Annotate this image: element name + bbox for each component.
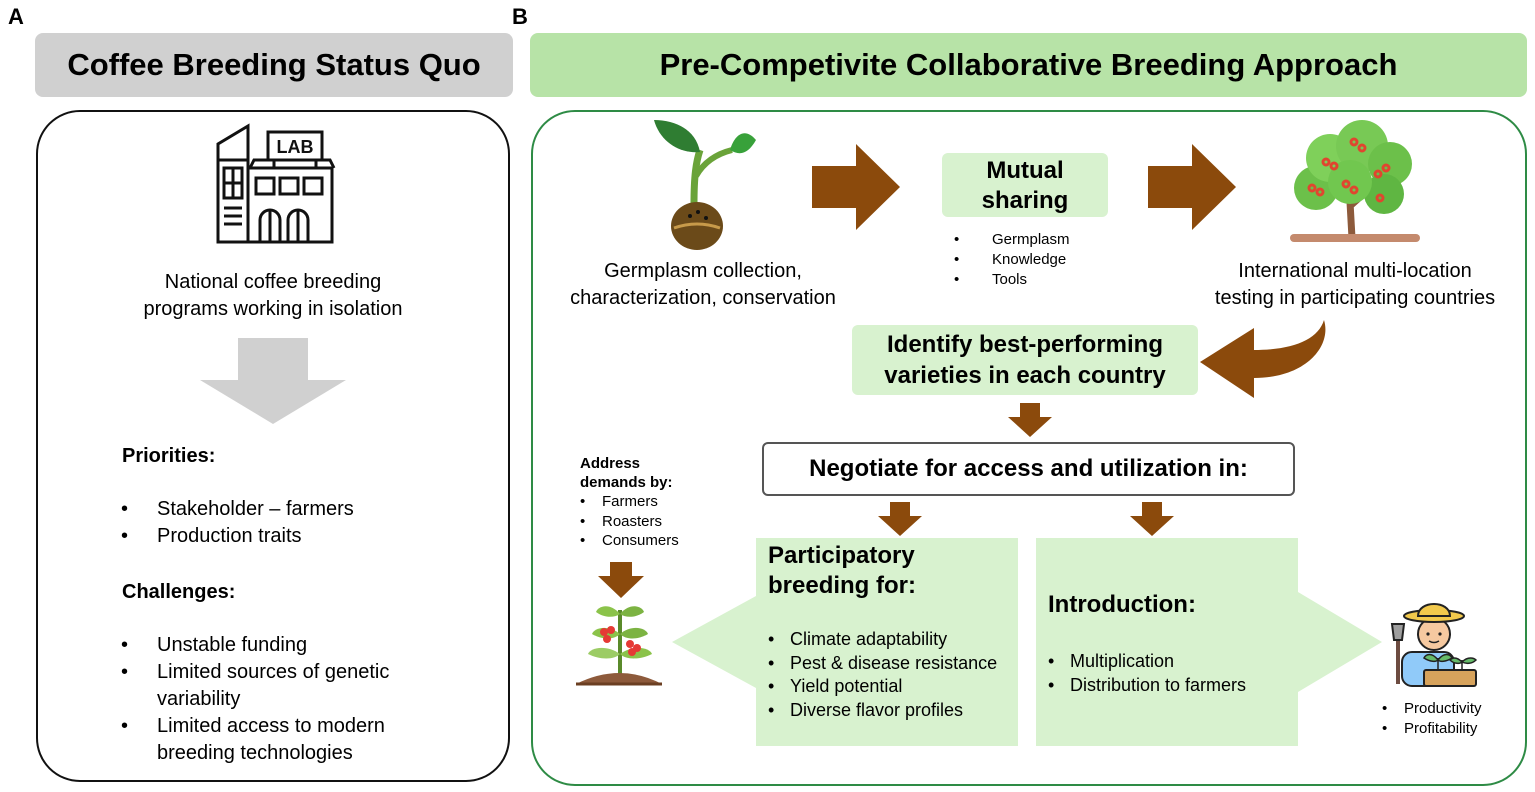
- list-item: Limited sources of genetic variability: [121, 659, 461, 713]
- list-item: Roasters: [580, 512, 700, 532]
- identify-box: Identify best-performing varieties in ea…: [852, 325, 1198, 395]
- list-item: Knowledge: [954, 250, 1104, 270]
- mutual-sharing-title: sharing: [981, 187, 1069, 214]
- caption-line: Germplasm collection,: [604, 260, 802, 282]
- brown-right-arrow-2: [1148, 144, 1236, 230]
- participatory-title: Participatory breeding for:: [768, 541, 916, 601]
- list-item: Diverse flavor profiles: [768, 699, 1004, 723]
- curved-brown-arrow: [1200, 320, 1326, 398]
- address-heading-line: Address: [580, 455, 641, 472]
- caption-line: characterization, conservation: [570, 287, 836, 309]
- negotiate-box: Negotiate for access and utilization in:: [762, 442, 1295, 496]
- list-item: Pest & disease resistance: [768, 652, 1004, 676]
- priorities-heading: Priorities:: [122, 445, 216, 467]
- panel-a-description: National coffee breeding programs workin…: [60, 269, 486, 323]
- description-line-2: programs working in isolation: [143, 298, 403, 320]
- brown-right-arrow-1: [812, 144, 900, 230]
- address-list: Farmers Roasters Consumers: [580, 492, 700, 551]
- introduction-arrow: [1036, 538, 1382, 746]
- caption-line: testing in participating countries: [1214, 287, 1496, 309]
- list-item: Stakeholder – farmers: [121, 496, 501, 523]
- gray-down-arrow: [200, 338, 346, 424]
- list-item: Profitability: [1382, 719, 1512, 739]
- participatory-title-line: breeding for:: [768, 572, 916, 599]
- lab-building-icon: LAB: [216, 123, 336, 244]
- list-item: Climate adaptability: [768, 628, 1004, 652]
- brown-down-arrow-3: [1130, 502, 1174, 536]
- mutual-sharing-list: Germplasm Knowledge Tools: [954, 230, 1104, 290]
- address-heading: Address demands by:: [580, 454, 673, 492]
- participatory-list: Climate adaptability Pest & disease resi…: [768, 628, 1004, 722]
- panel-a-title: Coffee Breeding Status Quo: [35, 33, 513, 97]
- list-item: Production traits: [121, 523, 501, 550]
- list-item: Tools: [954, 270, 1104, 290]
- lab-sign: LAB: [277, 137, 314, 157]
- introduction-title: Introduction:: [1048, 591, 1196, 618]
- list-item: Limited access to modern breeding techno…: [121, 713, 461, 767]
- panel-b-box: [531, 110, 1527, 786]
- mutual-sharing-title: Mutual: [986, 157, 1064, 184]
- brown-down-arrow-4: [598, 562, 644, 598]
- farmer-icon: [1390, 603, 1478, 687]
- address-heading-line: demands by:: [580, 474, 673, 491]
- list-item: Unstable funding: [121, 632, 461, 659]
- testing-caption: International multi-location testing in …: [1192, 258, 1518, 312]
- brown-down-arrow-1: [1008, 403, 1052, 437]
- participatory-title-line: Participatory: [768, 542, 915, 569]
- seedling-icon: [654, 120, 756, 250]
- list-item: Germplasm: [954, 230, 1104, 250]
- list-item: Yield potential: [768, 675, 1004, 699]
- list-item: Consumers: [580, 531, 700, 551]
- list-item: Multiplication: [1048, 650, 1288, 674]
- mutual-sharing-box: Mutual sharing: [942, 153, 1108, 217]
- identify-line: Identify best-performing: [886, 331, 1163, 358]
- germplasm-caption: Germplasm collection, characterization, …: [546, 258, 860, 312]
- challenges-list: Unstable funding Limited sources of gene…: [121, 632, 461, 767]
- list-item: Distribution to farmers: [1048, 674, 1288, 698]
- challenges-heading: Challenges:: [122, 581, 236, 603]
- coffee-tree-icon: [1290, 120, 1420, 242]
- panel-b-title: Pre-Competivite Collaborative Breeding A…: [530, 33, 1527, 97]
- introduction-list: Multiplication Distribution to farmers: [1048, 650, 1288, 697]
- outcomes-list: Productivity Profitability: [1382, 699, 1512, 739]
- coffee-plant-icon: [576, 606, 662, 686]
- list-item: Productivity: [1382, 699, 1512, 719]
- panel-a-letter: A: [8, 4, 24, 29]
- panel-b-letter: B: [512, 4, 528, 29]
- caption-line: International multi-location: [1238, 260, 1472, 282]
- description-line-1: National coffee breeding: [164, 271, 382, 293]
- panel-a-box: [36, 110, 510, 782]
- identify-line: varieties in each country: [884, 362, 1166, 389]
- priorities-list: Stakeholder – farmers Production traits: [121, 496, 501, 550]
- list-item: Farmers: [580, 492, 700, 512]
- brown-down-arrow-2: [878, 502, 922, 536]
